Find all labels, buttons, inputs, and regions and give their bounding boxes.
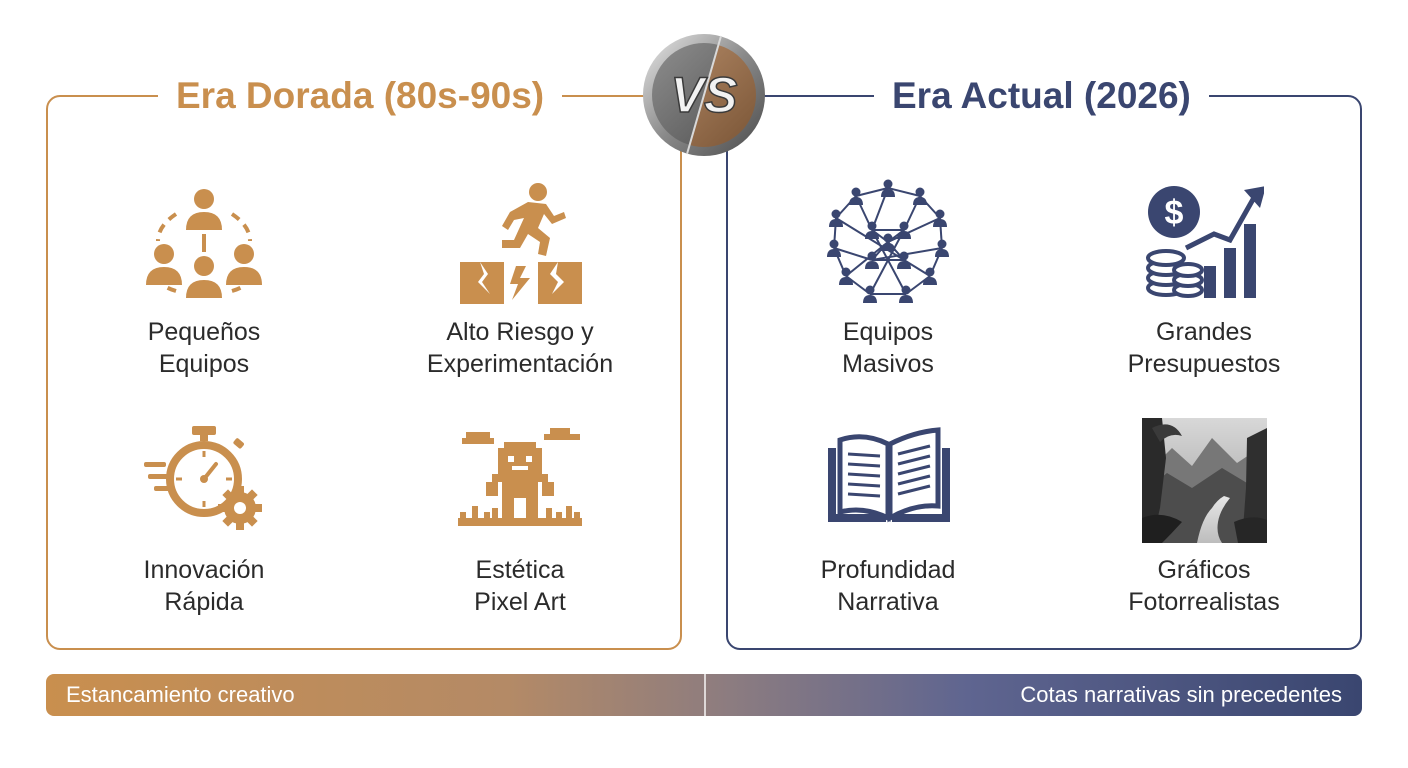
network-people-icon bbox=[826, 178, 950, 304]
era-comparison-bar: Estancamiento creativo Cotas narrativas … bbox=[46, 674, 1362, 716]
stopwatch-gear-icon bbox=[144, 424, 266, 534]
item-pixel-art-label: Estética Pixel Art bbox=[474, 556, 566, 616]
runner-cliff-icon bbox=[458, 182, 584, 304]
team-icon bbox=[144, 186, 264, 301]
photorealistic-landscape-image bbox=[1142, 418, 1267, 543]
item-photorealistic-graphics-label: Gráficos Fotorrealistas bbox=[1128, 556, 1280, 616]
money-growth-icon: $ bbox=[1144, 184, 1264, 302]
vs-badge: VS bbox=[641, 32, 767, 158]
bar-divider bbox=[704, 674, 706, 716]
bar-left-text: Estancamiento creativo bbox=[66, 682, 295, 707]
item-narrative-depth-label: Profundidad Narrativa bbox=[820, 556, 956, 616]
item-small-teams-label: Pequeños Equipos bbox=[147, 318, 261, 378]
item-high-risk-label: Alto Riesgo y Experimentación bbox=[426, 318, 614, 378]
bar-right-text: Cotas narrativas sin precedentes bbox=[1020, 682, 1342, 707]
item-massive-teams-label: Equipos Masivos bbox=[842, 318, 934, 378]
current-era-panel: Era Actual (2026) bbox=[726, 70, 1362, 650]
vs-text: VS bbox=[671, 67, 738, 123]
item-big-budgets-label: Grandes Presupuestos bbox=[1127, 318, 1281, 378]
current-era-title: Era Actual (2026) bbox=[874, 70, 1209, 122]
svg-text:$: $ bbox=[1165, 194, 1184, 232]
golden-era-panel: Era Dorada (80s-90s) bbox=[46, 70, 682, 650]
golden-era-title: Era Dorada (80s-90s) bbox=[158, 70, 563, 122]
pixel-character-icon bbox=[458, 426, 582, 530]
open-book-icon bbox=[824, 426, 954, 528]
item-rapid-innovation-label: Innovación Rápida bbox=[143, 556, 265, 616]
